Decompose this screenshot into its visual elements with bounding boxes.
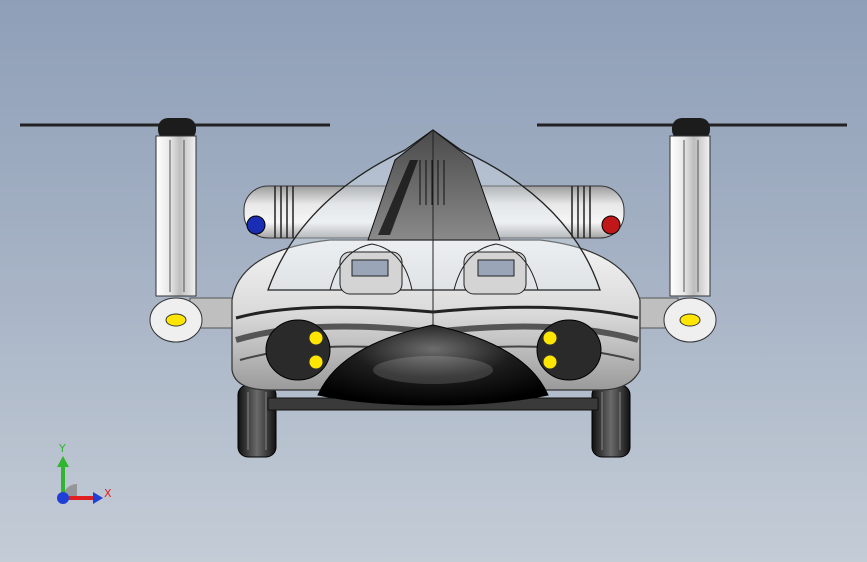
right-lamp-lower — [542, 354, 558, 370]
right-seat — [453, 243, 539, 295]
right-nav-light — [601, 215, 621, 235]
right-lamp-upper — [542, 330, 558, 346]
y-axis-label: Y — [58, 442, 66, 455]
right-headlight-cluster — [536, 319, 602, 381]
z-axis-dot — [57, 492, 69, 504]
coordinate-triad: Y X — [57, 442, 112, 504]
left-rotor-assembly — [20, 118, 330, 343]
front-nose — [317, 324, 549, 406]
left-nav-light — [246, 215, 266, 235]
left-lamp-lower — [308, 354, 324, 370]
left-headlight-cluster — [265, 319, 331, 381]
right-rotor-assembly — [537, 118, 847, 343]
canopy-spine — [367, 129, 501, 241]
left-wheel — [237, 384, 277, 458]
right-nacelle-lamp — [679, 313, 701, 327]
left-nacelle — [155, 135, 197, 297]
left-nacelle-lamp — [165, 313, 187, 327]
right-nacelle — [669, 135, 711, 297]
right-wheel — [591, 384, 631, 458]
left-lamp-upper — [308, 330, 324, 346]
x-axis-label: X — [104, 487, 112, 500]
left-seat — [329, 243, 413, 295]
